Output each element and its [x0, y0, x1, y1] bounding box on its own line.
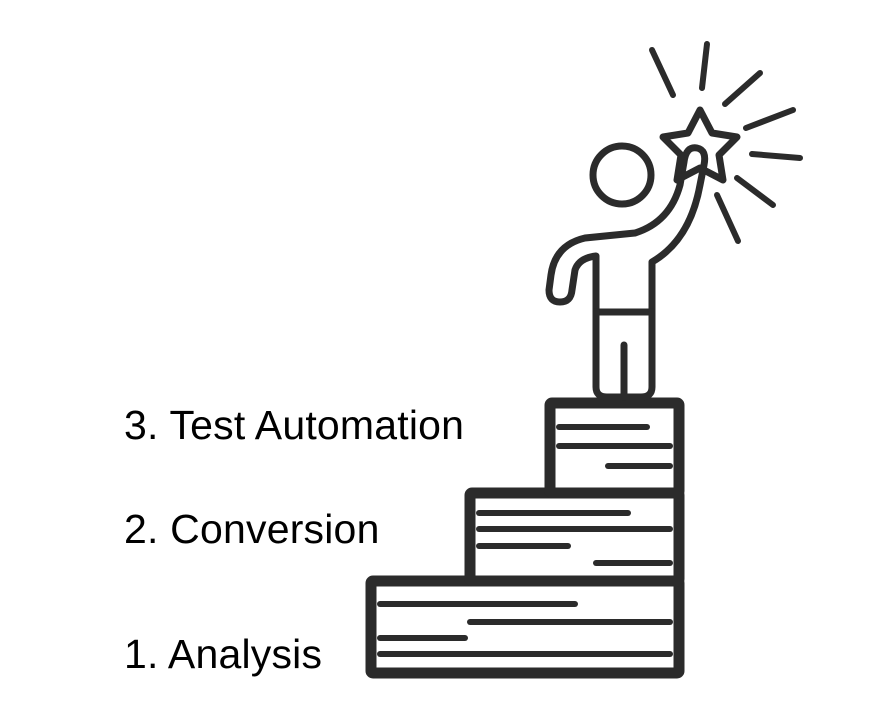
star-rays-icon — [649, 41, 803, 244]
step-block-2 — [464, 487, 685, 587]
step-block-3 — [544, 397, 685, 499]
step-label-conversion: 2. Conversion — [124, 506, 380, 552]
staircase-icon — [365, 397, 685, 679]
star-icon — [659, 106, 741, 184]
step-label-test-automation: 3. Test Automation — [124, 402, 465, 448]
step-label-analysis: 1. Analysis — [124, 631, 323, 677]
person-reaching-star-icon — [545, 142, 709, 401]
step-block-1 — [365, 575, 685, 679]
